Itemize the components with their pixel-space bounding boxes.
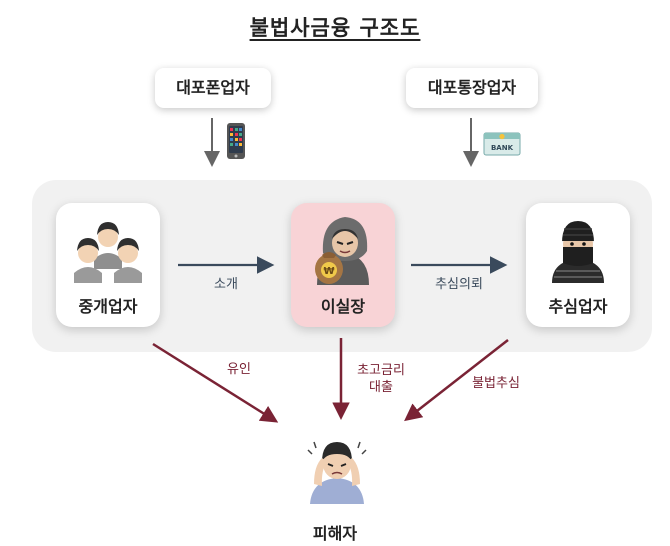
edge-label-lure: 유인: [227, 362, 251, 377]
supplier-bankbook-label: 대포통장업자: [427, 78, 517, 97]
edge-label-loan-line2: 대출: [369, 380, 393, 395]
arrow-collector-to-victim: [404, 339, 509, 422]
collector-card: 추심업자: [526, 203, 630, 327]
hooded-lender-icon: ₩: [315, 217, 369, 285]
group-people-icon: [74, 222, 142, 283]
arrow-broker-to-victim: [152, 342, 279, 423]
broker-card: 중개업자: [56, 203, 160, 327]
edge-label-illegal-collection: 불법추심: [472, 376, 520, 391]
lender-card: ₩ 이실장: [291, 203, 395, 327]
lender-label: 이실장: [320, 297, 366, 316]
victim-label: 피해자: [312, 524, 358, 543]
supplier-phone-label: 대포폰업자: [176, 78, 250, 97]
edge-label-collection-request: 추심의뢰: [435, 277, 483, 292]
supplier-bankbook-box: 대포통장업자: [406, 68, 538, 108]
bankbook-icon: BANK: [483, 132, 521, 156]
distressed-person-icon: [307, 441, 367, 504]
page-title: 불법사금융 구조도: [249, 16, 421, 40]
supplier-phone-box: 대포폰업자: [155, 68, 271, 108]
edge-label-intro: 소개: [214, 277, 238, 292]
edge-label-loan-line1: 초고금리: [357, 363, 405, 378]
masked-collector-icon: [552, 221, 604, 283]
bank-badge-text: BANK: [491, 144, 514, 152]
edge-label-loan: 초고금리 대출: [341, 362, 421, 396]
collector-label: 추심업자: [548, 297, 608, 316]
won-bag-mark: ₩: [323, 266, 334, 277]
phone-icon: [227, 123, 245, 159]
broker-label: 중개업자: [78, 297, 138, 316]
